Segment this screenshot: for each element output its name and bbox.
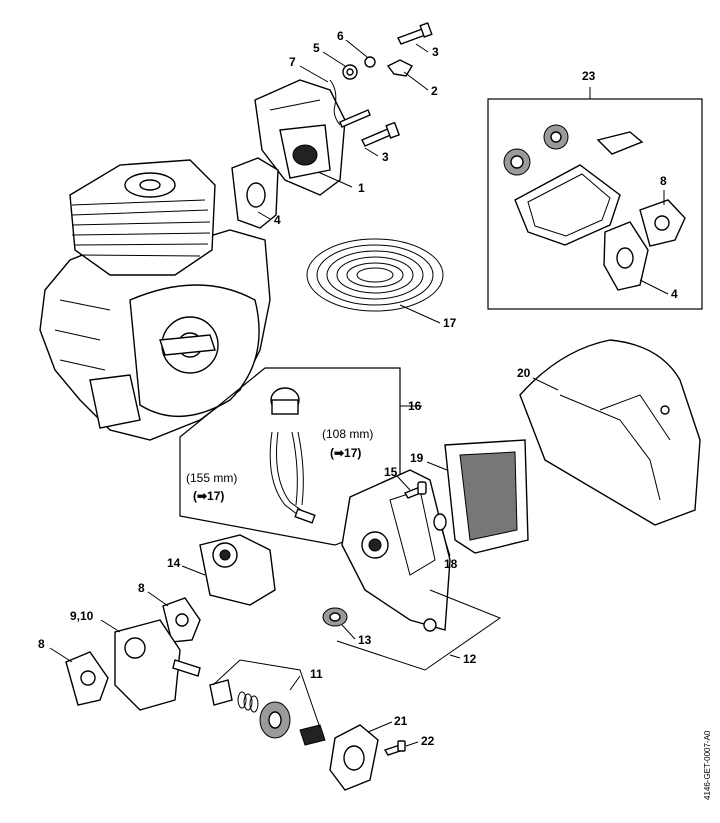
callout-4-box: 4 xyxy=(671,287,678,301)
callout-1: 1 xyxy=(358,181,365,195)
callout-8-box: 8 xyxy=(660,174,667,188)
part-3-screw-top xyxy=(397,22,433,45)
callout-9-10: 9,10 xyxy=(70,609,94,623)
part-13-grommet xyxy=(322,607,348,627)
callout-3-top: 3 xyxy=(432,45,439,59)
callout-20: 20 xyxy=(517,366,531,380)
callout-6: 6 xyxy=(337,29,344,43)
gasket-set-box xyxy=(487,98,703,310)
part-23-gasket-set xyxy=(503,124,686,291)
part-4-gasket xyxy=(231,157,279,229)
part-12-carb-box xyxy=(341,469,451,632)
callout-7: 7 xyxy=(289,55,296,69)
part-7-spring xyxy=(329,79,341,126)
part-22-screw xyxy=(383,740,406,756)
part-9-10-carburetor xyxy=(114,619,201,711)
callout-23: 23 xyxy=(582,69,596,83)
part-11-kit xyxy=(209,679,326,746)
part-5-nipple xyxy=(342,64,358,80)
callout-3-mid: 3 xyxy=(382,150,389,164)
callout-14: 14 xyxy=(167,556,181,570)
callout-12: 12 xyxy=(463,652,477,666)
reference-code: 4146-GET-0007-A0 xyxy=(703,730,712,800)
part-15-screw xyxy=(403,481,427,499)
callout-16: 16 xyxy=(408,399,422,413)
engine-crankcase xyxy=(39,229,271,441)
callout-22: 22 xyxy=(421,734,435,748)
callout-11: 11 xyxy=(310,667,323,681)
part-8-gasket-lower xyxy=(65,651,109,706)
callout-8-lower: 8 xyxy=(38,637,45,651)
callout-19: 19 xyxy=(410,451,424,465)
part-6-washer xyxy=(364,56,376,68)
hose-long-ref: (➡17) xyxy=(193,489,224,503)
part-16-primer-hoses xyxy=(269,387,316,524)
callout-17: 17 xyxy=(443,316,457,330)
hose-short-ref: (➡17) xyxy=(330,446,361,460)
leader-lines xyxy=(49,39,669,747)
part-1-manifold xyxy=(254,79,346,196)
part-19-air-filter xyxy=(444,439,529,554)
callout-21: 21 xyxy=(394,714,408,728)
callout-15: 15 xyxy=(384,465,398,479)
part-20-shroud xyxy=(519,339,701,526)
callout-13: 13 xyxy=(358,633,372,647)
part-21-boot xyxy=(329,724,379,791)
callout-18: 18 xyxy=(444,557,458,571)
part-2-clip xyxy=(386,59,413,77)
part-14-lever xyxy=(199,534,276,606)
hose-long-length: (155 mm) xyxy=(186,471,237,485)
callout-4-left: 4 xyxy=(274,213,281,227)
cylinder xyxy=(69,159,216,276)
callout-2: 2 xyxy=(431,84,438,98)
part-17-hose-coil xyxy=(306,238,444,312)
callout-5: 5 xyxy=(313,41,320,55)
callout-8-upper: 8 xyxy=(138,581,145,595)
part-3-screw-mid xyxy=(339,109,400,147)
hose-short-length: (108 mm) xyxy=(322,427,373,441)
part-18-grommet xyxy=(433,513,447,531)
